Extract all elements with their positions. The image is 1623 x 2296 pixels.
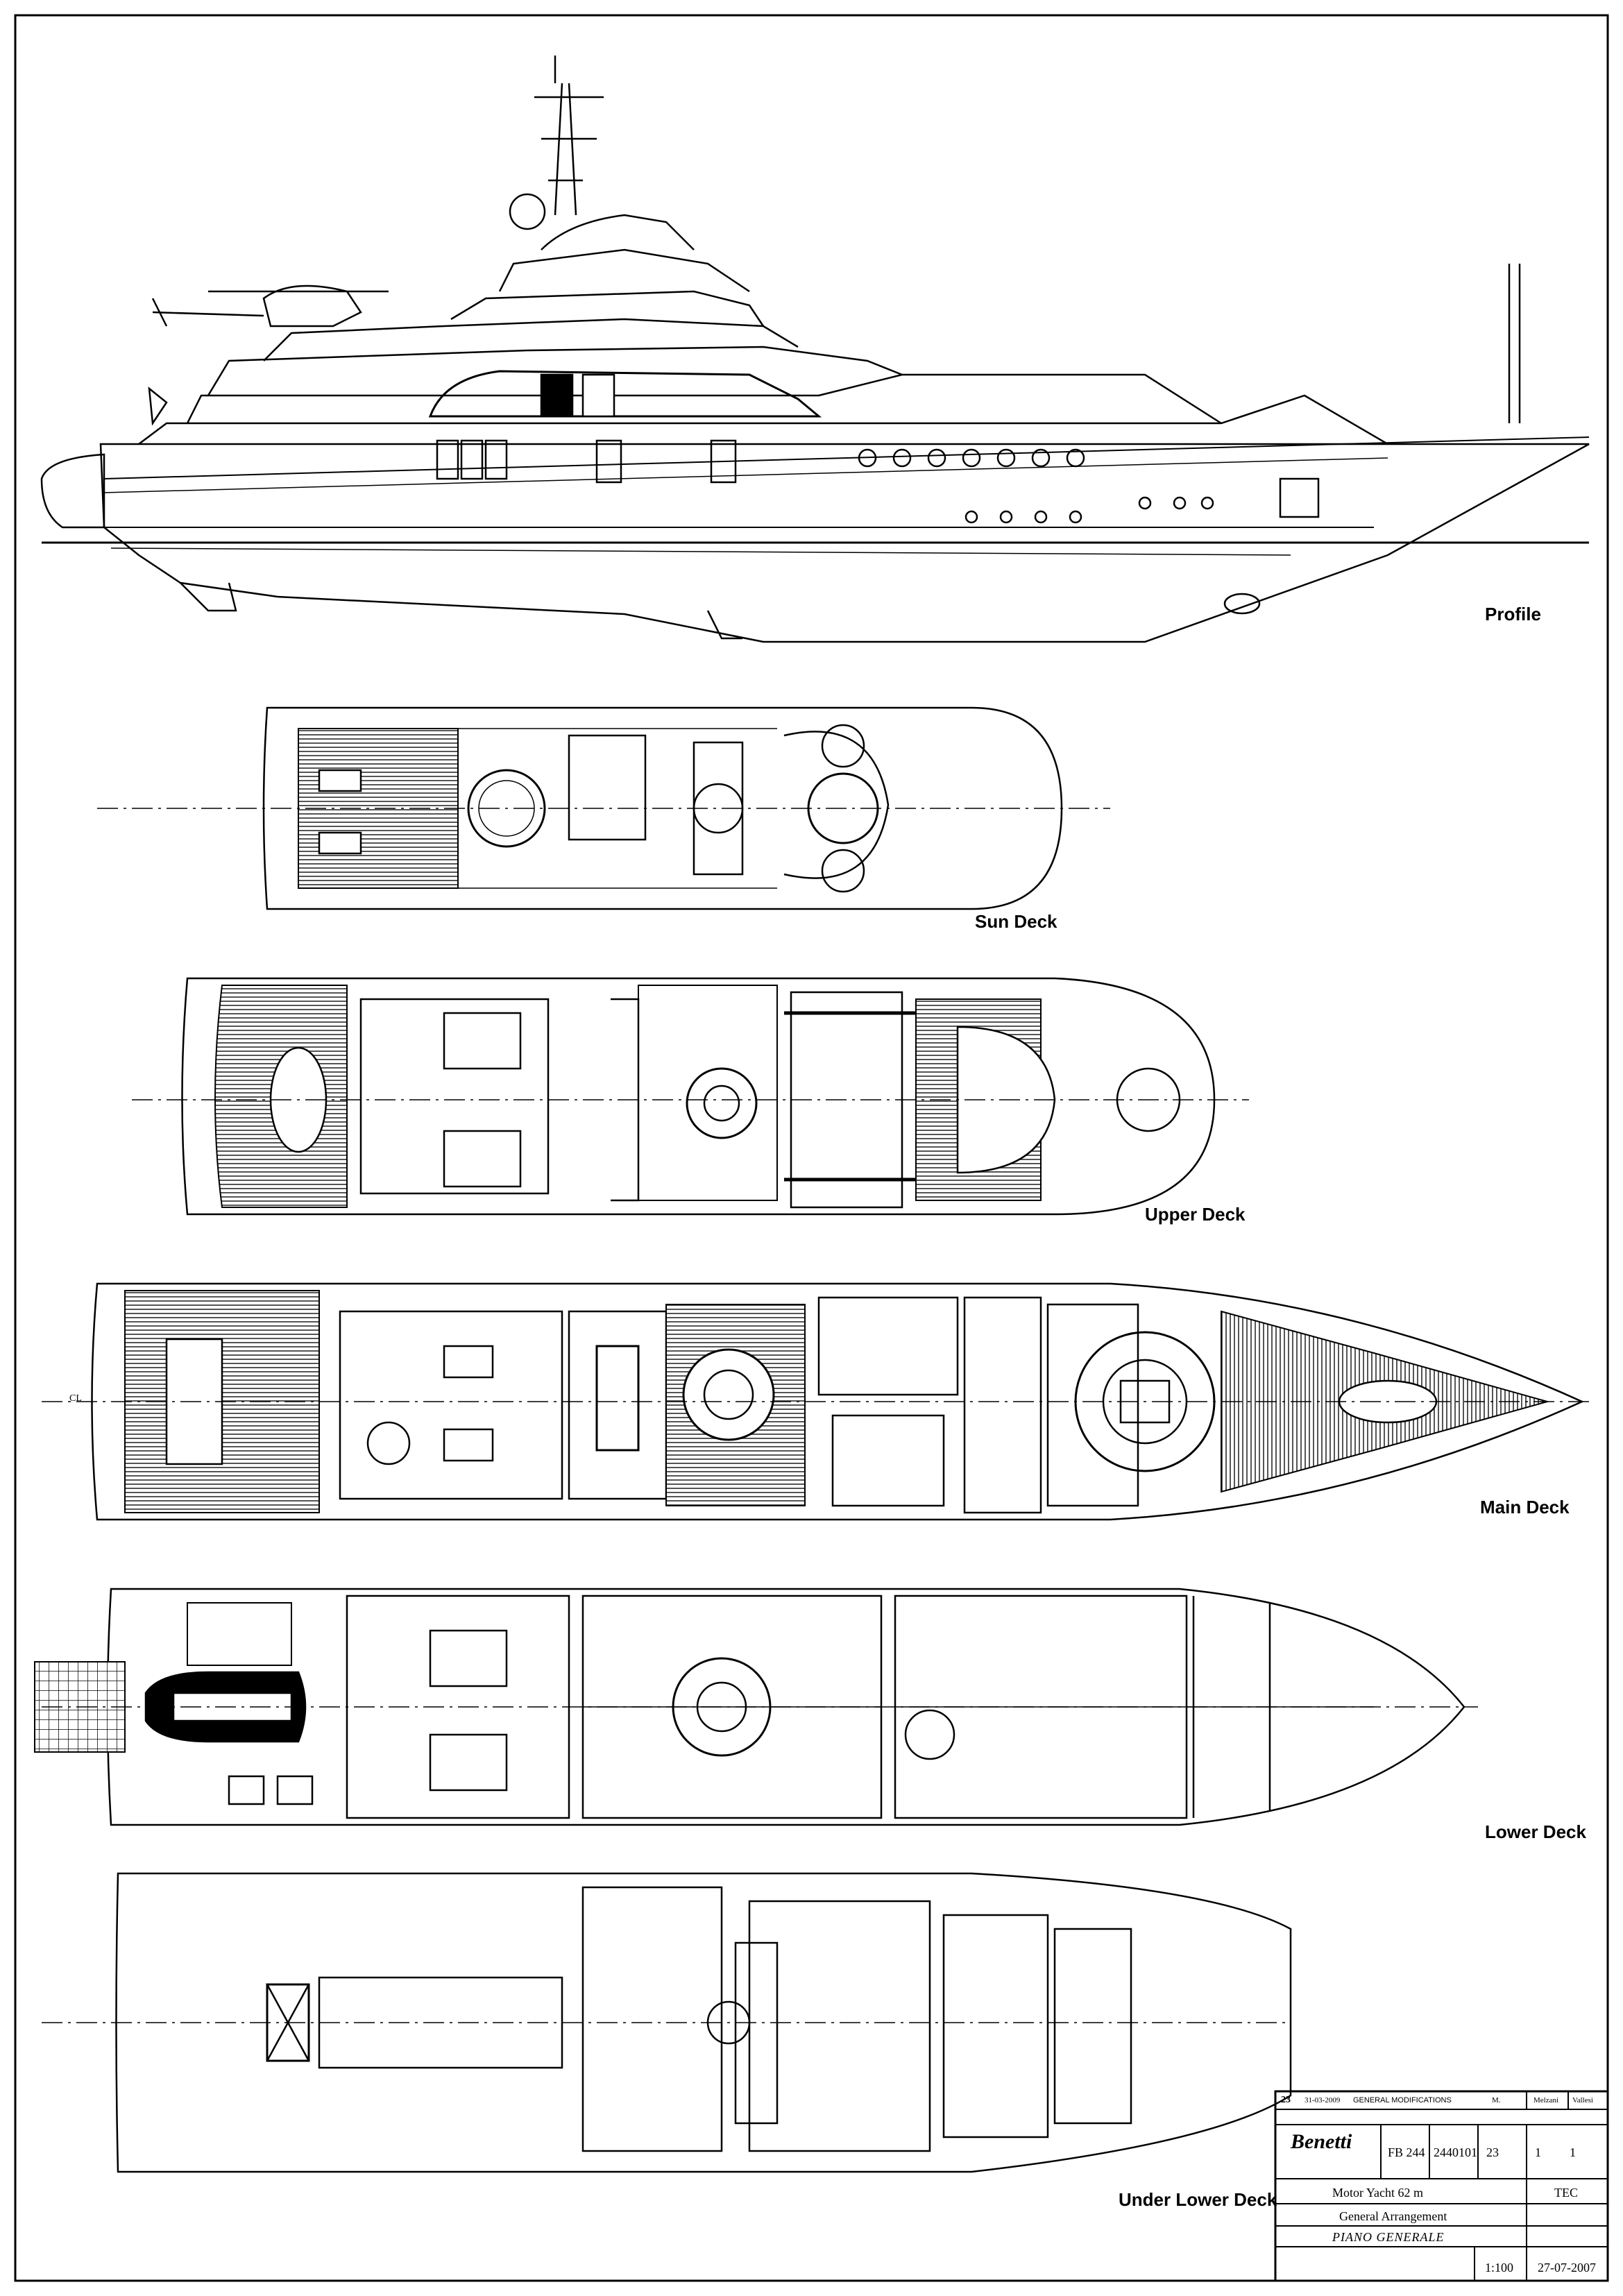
centerline-marker: CL [69, 1393, 82, 1404]
revision-date: 31-03-2009 [1305, 2096, 1341, 2104]
sun-deck-label: Sun Deck [975, 911, 1057, 932]
revision-drawn: M. [1492, 2096, 1501, 2104]
under-lower-deck-plan [42, 1872, 1292, 2173]
scale: 1:100 [1485, 2261, 1514, 2274]
sheet-total: 1 [1570, 2145, 1576, 2159]
profile-label: Profile [1485, 604, 1541, 624]
yard-number: FB 244 [1388, 2145, 1425, 2159]
upper-deck-label: Upper Deck [1145, 1204, 1246, 1225]
revision-approved: Vallesi [1572, 2096, 1593, 2104]
title-block [1274, 2090, 1609, 2282]
sheet-border [14, 14, 1609, 2282]
revision-description: GENERAL MODIFICATIONS [1353, 2096, 1452, 2104]
main-deck-label: Main Deck [1480, 1497, 1570, 1517]
drawing-number: 2440101 [1434, 2145, 1477, 2159]
revision-number: 23 [1281, 2095, 1291, 2105]
vessel-name: Motor Yacht 62 m [1332, 2186, 1424, 2200]
drawing-title-en: General Arrangement [1339, 2209, 1447, 2223]
revision-checked: Melzani [1533, 2096, 1559, 2104]
sheet-number: 23 [1486, 2145, 1499, 2159]
brand-logo: Benetti [1291, 2130, 1352, 2153]
sheet-of: 1 [1535, 2145, 1541, 2159]
centerlines [42, 808, 1478, 1708]
lower-deck-label: Lower Deck [1485, 1821, 1586, 1842]
drawing-date: 27-07-2007 [1538, 2261, 1596, 2274]
main-deck-plan [42, 1282, 1589, 1521]
profile-view [40, 56, 1590, 643]
upper-deck-plan [181, 977, 1216, 1216]
under-lower-deck-label: Under Lower Deck [1119, 2189, 1277, 2210]
drawing-title-it: PIANO GENERALE [1332, 2230, 1445, 2244]
department: TEC [1554, 2186, 1578, 2200]
